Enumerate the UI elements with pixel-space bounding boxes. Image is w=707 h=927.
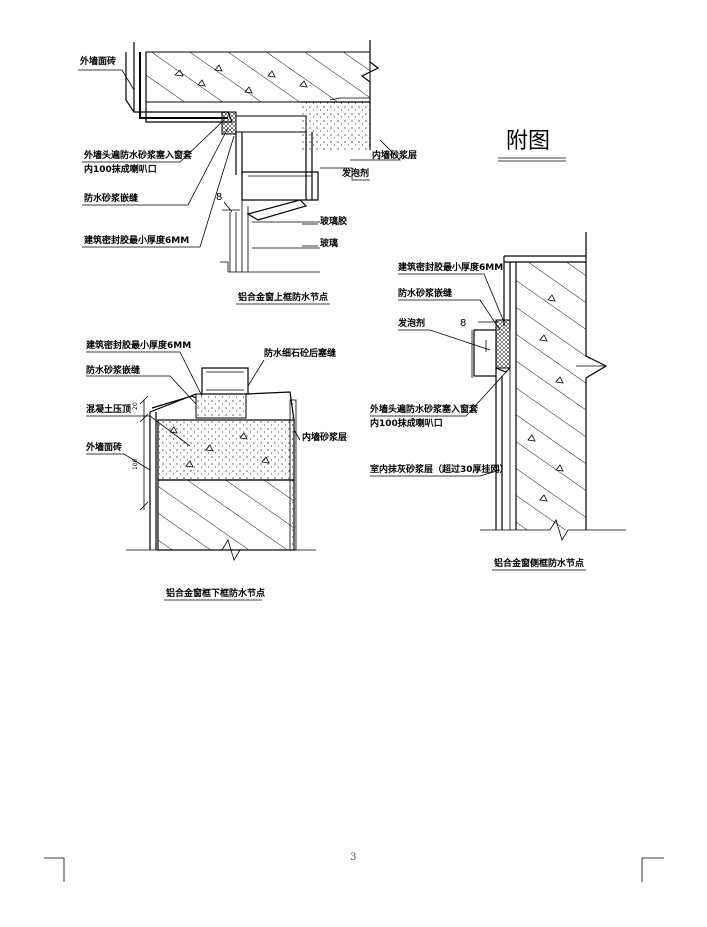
bottom-dim-20: 20 xyxy=(132,402,139,410)
bottom-interior-plaster-label: 内墙砂浆层 xyxy=(302,431,347,443)
crop-mark-right xyxy=(641,857,664,882)
side-dim-8: 8 xyxy=(460,318,466,329)
bottom-concrete-sill-label: 混凝土压顶 xyxy=(86,403,131,415)
side-sealant-label: 建筑密封胶最小厚度6MM xyxy=(398,261,503,273)
detail-top-head-joint: 8 xyxy=(78,40,401,273)
page-number: 3 xyxy=(350,852,356,863)
top-glass-label: 玻璃 xyxy=(320,237,338,249)
top-caption: 铝合金窗上框防水节点 xyxy=(238,291,328,303)
top-sealant-label: 建筑密封胶最小厚度6MM xyxy=(84,234,189,246)
top-exterior-tile-label: 外墙面砖 xyxy=(79,55,116,67)
detail-side-jamb-joint: 8 xyxy=(370,232,626,541)
top-interior-plaster-label: 内墙砂浆层 xyxy=(372,149,417,161)
bottom-exterior-tile-label: 外墙面砖 xyxy=(85,441,122,453)
lintel-concrete xyxy=(145,51,371,103)
bottom-fine-stone-label: 防水细石砼后塞缝 xyxy=(264,347,336,359)
top-foam-label: 发泡剂 xyxy=(341,167,369,179)
top-glass-glue-label: 玻璃胶 xyxy=(320,215,347,227)
side-mortar-insert-label-1: 外墙头遍防水砂浆塞入窗套 xyxy=(369,403,479,415)
side-interior-plaster-label: 室内抹灰砂浆层（超过30厚挂网） xyxy=(370,463,509,475)
side-waterproof-mortar-label: 防水砂浆嵌缝 xyxy=(398,287,452,299)
appendix-title: 附图 xyxy=(506,129,550,154)
side-mortar-insert-label-2: 内100抹成喇叭口 xyxy=(370,417,443,429)
top-dim-8: 8 xyxy=(216,192,222,203)
bottom-sealant-label: 建筑密封胶最小厚度6MM xyxy=(86,339,191,351)
top-waterproof-mortar-label: 防水砂浆嵌缝 xyxy=(84,192,138,204)
detail-bottom-sill-joint: 20 100 xyxy=(86,351,316,561)
top-mortar-insert-label-1: 外墙头遍防水砂浆塞入窗套 xyxy=(83,149,193,161)
bottom-dim-100: 100 xyxy=(132,458,139,470)
bottom-waterproof-joint-label: 防水砂浆嵌缝 xyxy=(86,364,140,376)
crop-mark-left xyxy=(44,857,65,882)
side-caption: 铝合金窗侧框防水节点 xyxy=(494,557,584,569)
side-foam-label: 发泡剂 xyxy=(397,317,425,329)
bottom-caption: 铝合金窗框下框防水节点 xyxy=(166,587,265,599)
top-mortar-insert-label-2: 内100抹成喇叭口 xyxy=(84,163,157,175)
